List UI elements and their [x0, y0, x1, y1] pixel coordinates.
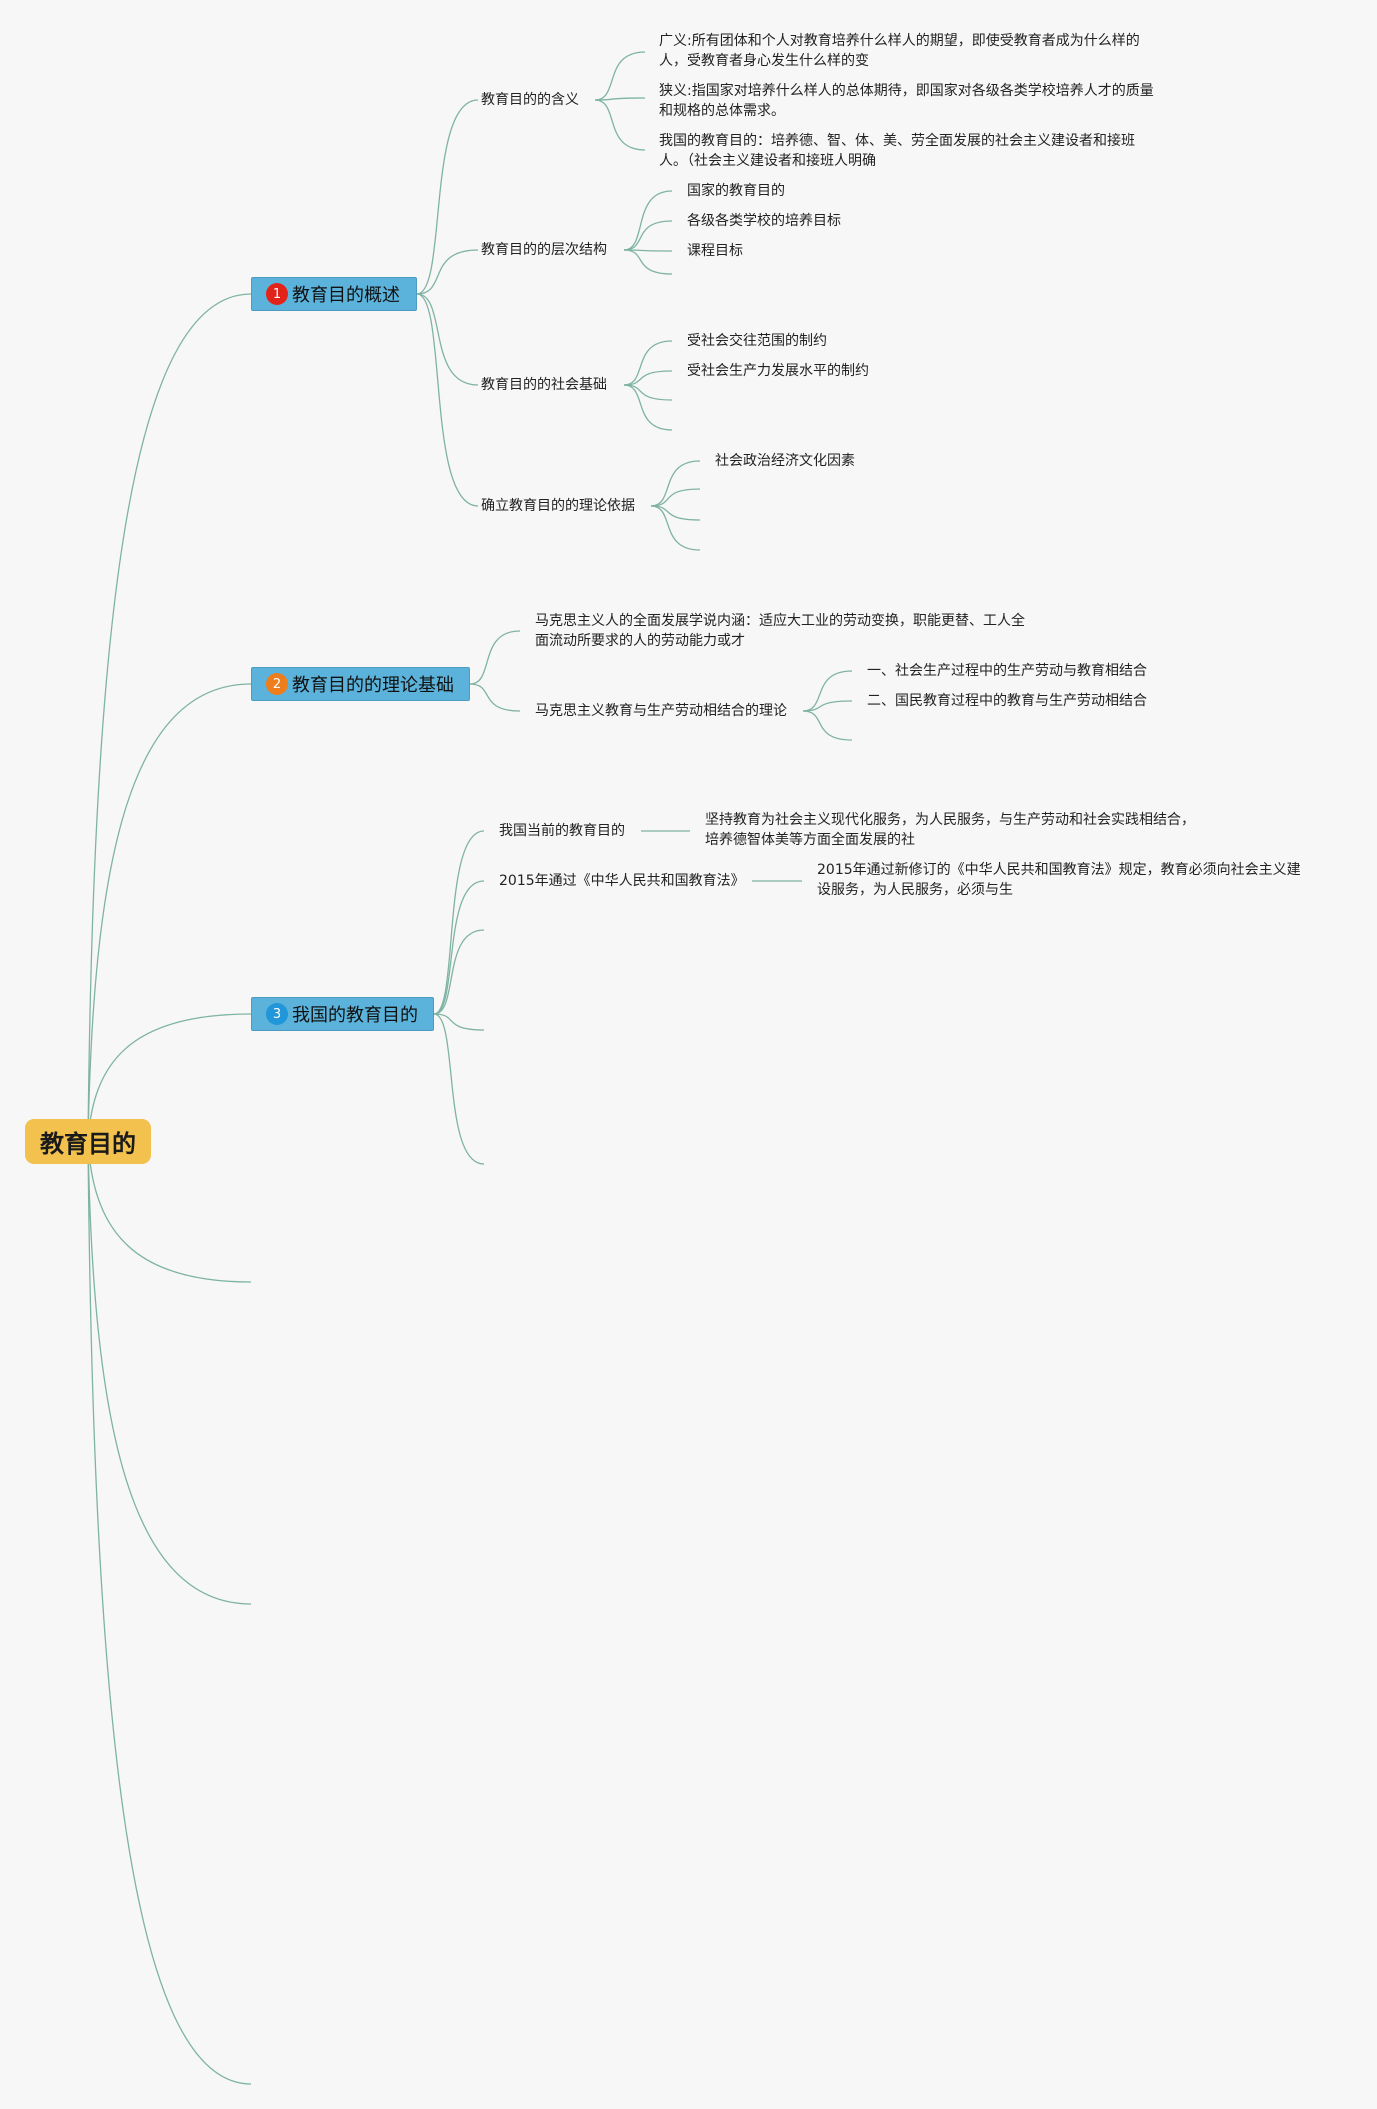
priority-3-icon: 3	[266, 1003, 288, 1025]
connector-line	[416, 293, 479, 507]
connector-line	[623, 190, 673, 251]
leaf-productivity[interactable]: 受社会生产力发展水平的制约	[687, 363, 869, 379]
connector-line	[433, 1013, 485, 1031]
subtopic-education-labor[interactable]: 马克思主义教育与生产劳动相结合的理论	[535, 703, 787, 719]
leaf-national-aim[interactable]: 国家的教育目的	[687, 183, 785, 199]
connector-line	[623, 220, 673, 251]
topic-theoretical-foundation[interactable]: 2 教育目的的理论基础	[251, 667, 470, 701]
topic-education-aim-overview[interactable]: 1 教育目的概述	[251, 277, 417, 311]
subtopic-meaning[interactable]: 教育目的的含义	[481, 92, 579, 108]
leaf-narrow-definition[interactable]: 狭义:指国家对培养什么样人的总体期待，即国家对各级各类学校培养人才的质量和规格的…	[659, 83, 1154, 119]
leaf-social-production[interactable]: 一、社会生产过程中的生产劳动与教育相结合	[867, 663, 1147, 679]
connector-line	[433, 1013, 485, 1165]
connector-line	[623, 384, 673, 401]
connector-line	[594, 51, 646, 101]
connector-line	[650, 505, 701, 521]
connector-line	[802, 700, 853, 712]
topic-label: 教育目的的理论基础	[292, 675, 454, 696]
connector-line	[416, 293, 479, 386]
detail-education-law[interactable]: 2015年通过新修订的《中华人民共和国教育法》规定，教育必须向社会主义建设服务，…	[817, 862, 1301, 898]
connector-line	[87, 1140, 252, 1605]
connector-line	[433, 830, 485, 1015]
leaf-school-goals[interactable]: 各级各类学校的培养目标	[687, 213, 841, 229]
connector-line	[623, 249, 673, 275]
connector-line	[87, 1140, 252, 2085]
topic-label: 我国的教育目的	[292, 1005, 418, 1026]
connector-line	[416, 249, 479, 295]
connector-line	[469, 630, 521, 685]
connector-line	[650, 488, 701, 507]
connector-line	[87, 293, 252, 1142]
connector-line	[802, 710, 853, 741]
subtopic-marxist-development[interactable]: 马克思主义人的全面发展学说内涵：适应大工业的劳动变换，职能更替、工人全面流动所要…	[535, 613, 1025, 649]
subtopic-theoretical-basis[interactable]: 确立教育目的的理论依据	[481, 498, 635, 514]
subtopic-hierarchy[interactable]: 教育目的的层次结构	[481, 242, 607, 258]
leaf-broad-definition[interactable]: 广义:所有团体和个人对教育培养什么样人的期望，即使受教育者成为什么样的人，受教育…	[659, 33, 1140, 69]
subtopic-social-basis[interactable]: 教育目的的社会基础	[481, 377, 607, 393]
leaf-national-education[interactable]: 二、国民教育过程中的教育与生产劳动相结合	[867, 693, 1147, 709]
topic-label: 教育目的概述	[292, 285, 400, 306]
connector-line	[802, 670, 853, 712]
connector-line	[416, 99, 479, 295]
topic-our-education-aim[interactable]: 3 我国的教育目的	[251, 997, 434, 1031]
connector-line	[594, 97, 646, 101]
connector-line	[623, 370, 673, 386]
leaf-social-interaction[interactable]: 受社会交往范围的制约	[687, 333, 827, 349]
connector-line	[87, 1140, 252, 1283]
leaf-our-country-aim[interactable]: 我国的教育目的：培养德、智、体、美、劳全面发展的社会主义建设者和接班人。（社会主…	[659, 133, 1135, 169]
connector-line	[87, 1013, 252, 1142]
connector-line	[650, 505, 701, 551]
subtopic-education-law[interactable]: 2015年通过《中华人民共和国教育法》	[499, 873, 745, 889]
connector-line	[433, 880, 485, 1015]
connector-line	[87, 683, 252, 1142]
leaf-course-goals[interactable]: 课程目标	[687, 243, 743, 259]
detail-current-aim[interactable]: 坚持教育为社会主义现代化服务，为人民服务，与生产劳动和社会实践相结合，培养德智体…	[705, 812, 1195, 848]
leaf-social-factors[interactable]: 社会政治经济文化因素	[715, 453, 855, 469]
priority-2-icon: 2	[266, 673, 288, 695]
subtopic-current-aim[interactable]: 我国当前的教育目的	[499, 823, 625, 839]
connector-line	[623, 384, 673, 431]
connector-line	[650, 460, 701, 507]
priority-1-icon: 1	[266, 283, 288, 305]
connector-line	[469, 683, 521, 712]
root-topic[interactable]: 教育目的	[25, 1119, 151, 1164]
connector-line	[594, 99, 646, 151]
connector-line	[623, 340, 673, 386]
connector-line	[433, 929, 485, 1015]
